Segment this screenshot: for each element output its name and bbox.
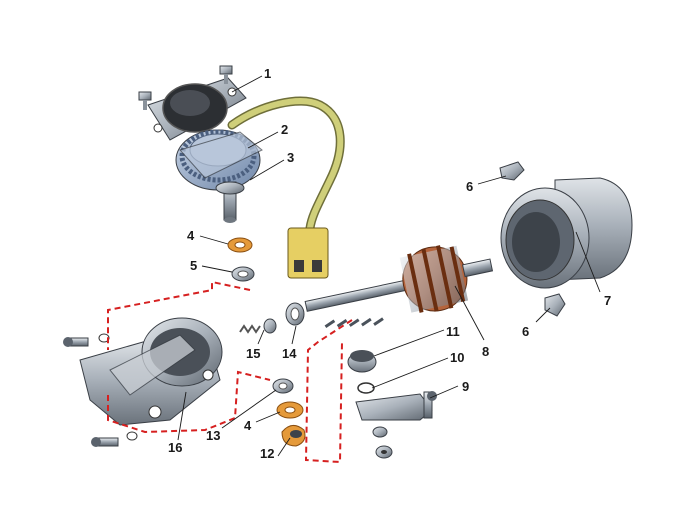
washer-14 [285,302,305,326]
leader-lines [177,75,601,457]
flange-plate [147,77,247,141]
motor-case [500,177,633,289]
output-shaft [215,181,245,223]
gear-housing [175,129,263,191]
callout-4-top: 4 [187,228,195,243]
callout-3: 3 [287,150,294,165]
spring-15 [239,318,277,334]
small-nut-bottom-b [375,445,393,459]
callout-11: 11 [446,324,460,339]
washer-4-bottom [276,401,304,419]
washer-4-top [227,237,253,253]
ring-10 [357,382,375,394]
bracket-9 [355,391,437,421]
bushing-11 [347,350,377,373]
small-washer-bottom-a [372,426,388,438]
connector-plug [287,227,329,279]
callout-6-top: 6 [466,179,473,194]
callout-15: 15 [246,346,260,361]
callout-13: 13 [206,428,220,443]
callout-9: 9 [462,379,469,394]
callout-14: 14 [282,346,297,361]
top-cover-assembly [138,65,345,279]
callout-10: 10 [450,350,464,365]
callout-7: 7 [604,293,611,308]
washer-5 [231,266,255,282]
magnet-clip-6-top [499,161,525,181]
callout-8: 8 [482,344,489,359]
dashed-line-right [304,319,353,464]
washer-13 [272,378,294,394]
callout-12: 12 [260,446,274,461]
cam-12 [281,425,306,447]
callout-6-bottom: 6 [522,324,529,339]
callout-4-bottom: 4 [244,418,252,433]
callout-2: 2 [281,122,288,137]
bolt-1b [219,65,233,84]
callout-1: 1 [264,66,271,81]
magnet-clip-6-bottom [544,293,566,317]
callout-16: 16 [168,440,182,455]
screw-left-bottom [91,431,138,447]
gearbox-housing [79,317,223,426]
callout-5: 5 [190,258,197,273]
bolt-1a [138,91,152,110]
armature [304,245,494,329]
dashed-line-left [107,280,271,434]
screw-left-top [63,333,110,347]
